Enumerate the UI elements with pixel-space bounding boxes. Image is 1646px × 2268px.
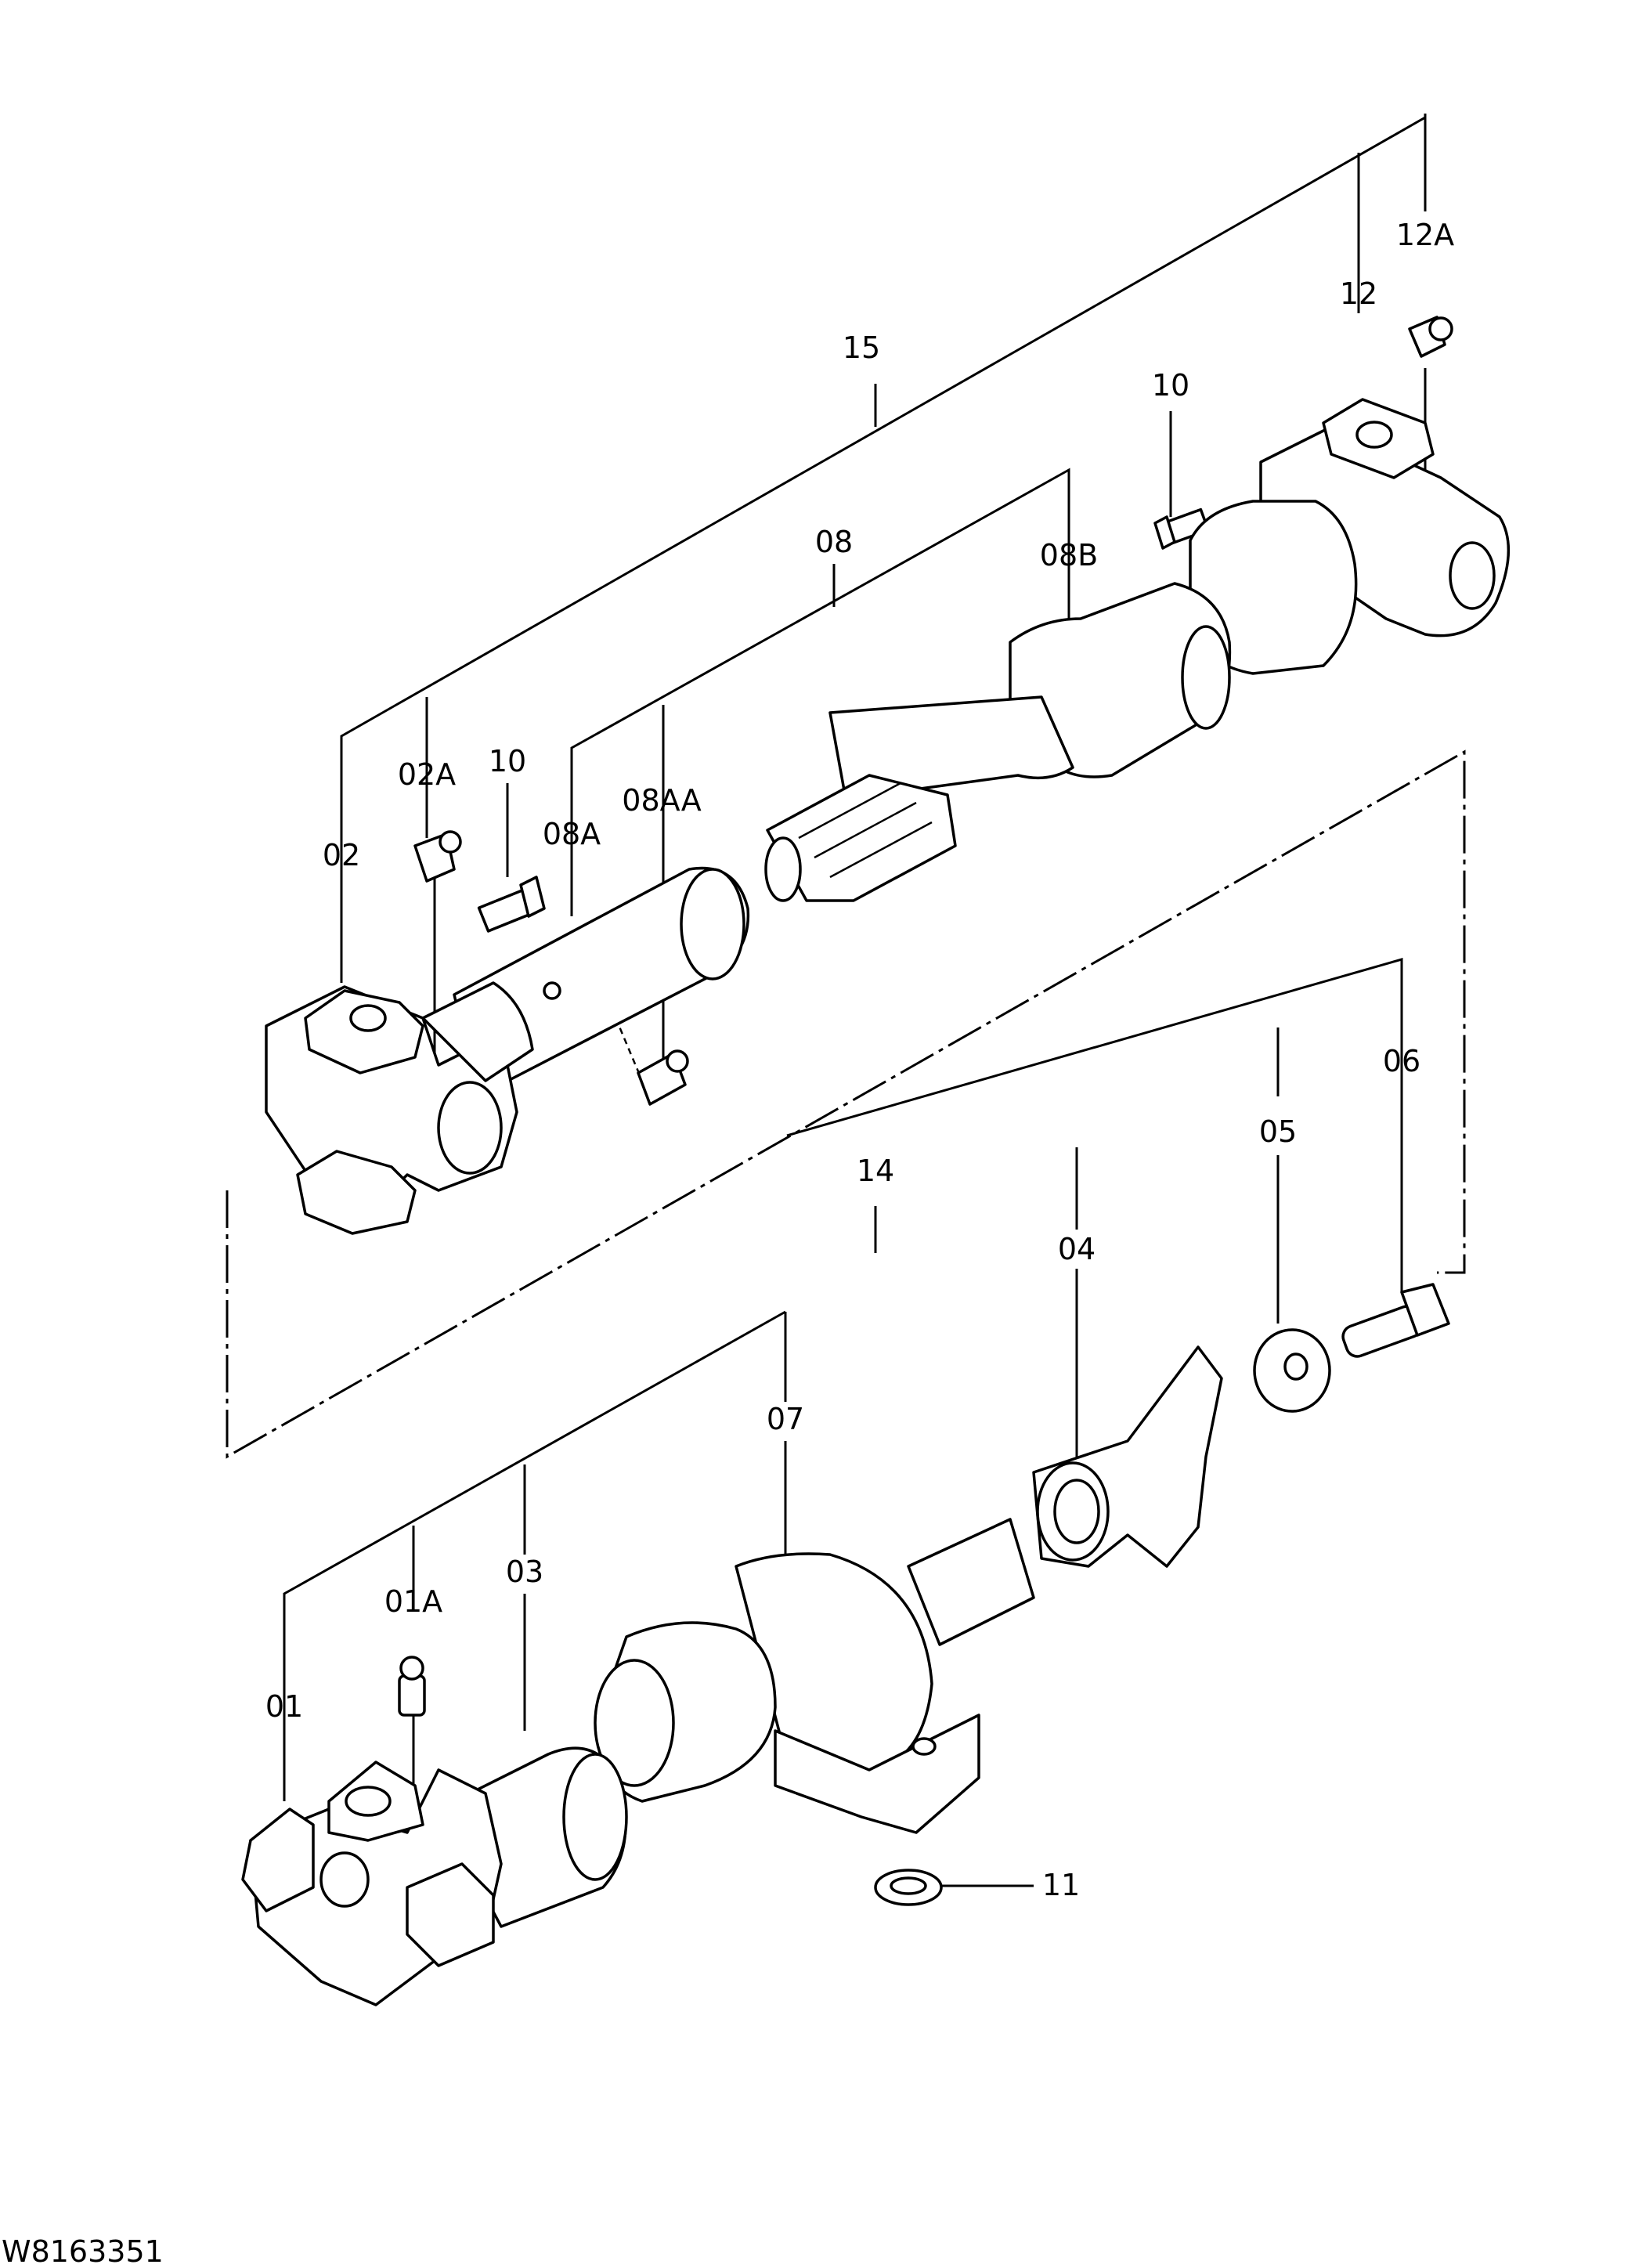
- part-08AA-grease-nipple: [637, 1049, 689, 1106]
- callout-02A: 02A: [398, 757, 456, 792]
- part-07-center-bearing: [594, 1518, 1035, 1834]
- part-12-yoke-top: [1259, 398, 1511, 637]
- callout-10-left: 10: [489, 744, 526, 778]
- part-08-spline-shaft: [764, 774, 957, 902]
- callout-08: 08: [815, 525, 853, 559]
- callout-10-top: 10: [1152, 368, 1189, 403]
- drawing-id: W8163351: [2, 2234, 164, 2268]
- part-12A-grease-nipple: [1408, 316, 1453, 358]
- part-04-flange-yoke: [1032, 1345, 1223, 1568]
- callout-01: 01: [265, 1689, 303, 1724]
- part-08B-tube-yoke: [828, 500, 1358, 800]
- callout-08B: 08B: [1040, 538, 1098, 572]
- callout-08A: 08A: [543, 817, 601, 851]
- part-02-universal-joint: [265, 981, 534, 1235]
- callout-14: 14: [857, 1154, 894, 1188]
- callout-03: 03: [506, 1555, 543, 1589]
- callout-15: 15: [843, 330, 880, 365]
- part-06-bolt: [1341, 1283, 1450, 1358]
- callout-01A: 01A: [384, 1584, 442, 1619]
- part-01-universal-joint: [241, 1761, 503, 2006]
- callout-labels: 15 12 12A 10 08 08B 02A 10 02 08A 08AA 0…: [265, 218, 1454, 1902]
- leader-lines: [226, 114, 1466, 1919]
- callout-11: 11: [1042, 1868, 1080, 1902]
- part-05-washer: [1253, 1328, 1331, 1413]
- part-11-washer: [874, 1869, 943, 1906]
- callout-05: 05: [1259, 1114, 1297, 1149]
- part-02A-grease-nipple: [413, 830, 462, 883]
- part-01A-grease-nipple: [398, 1656, 426, 1717]
- callout-12A: 12A: [1396, 218, 1454, 252]
- callout-06: 06: [1383, 1044, 1420, 1078]
- callout-12: 12: [1340, 276, 1377, 311]
- callout-08AA: 08AA: [622, 783, 701, 818]
- part-10-bolt-left: [477, 876, 546, 933]
- callout-02: 02: [323, 838, 360, 872]
- callout-07: 07: [767, 1402, 804, 1436]
- callout-04: 04: [1058, 1232, 1096, 1266]
- part-10-bolt-top: [1153, 507, 1210, 550]
